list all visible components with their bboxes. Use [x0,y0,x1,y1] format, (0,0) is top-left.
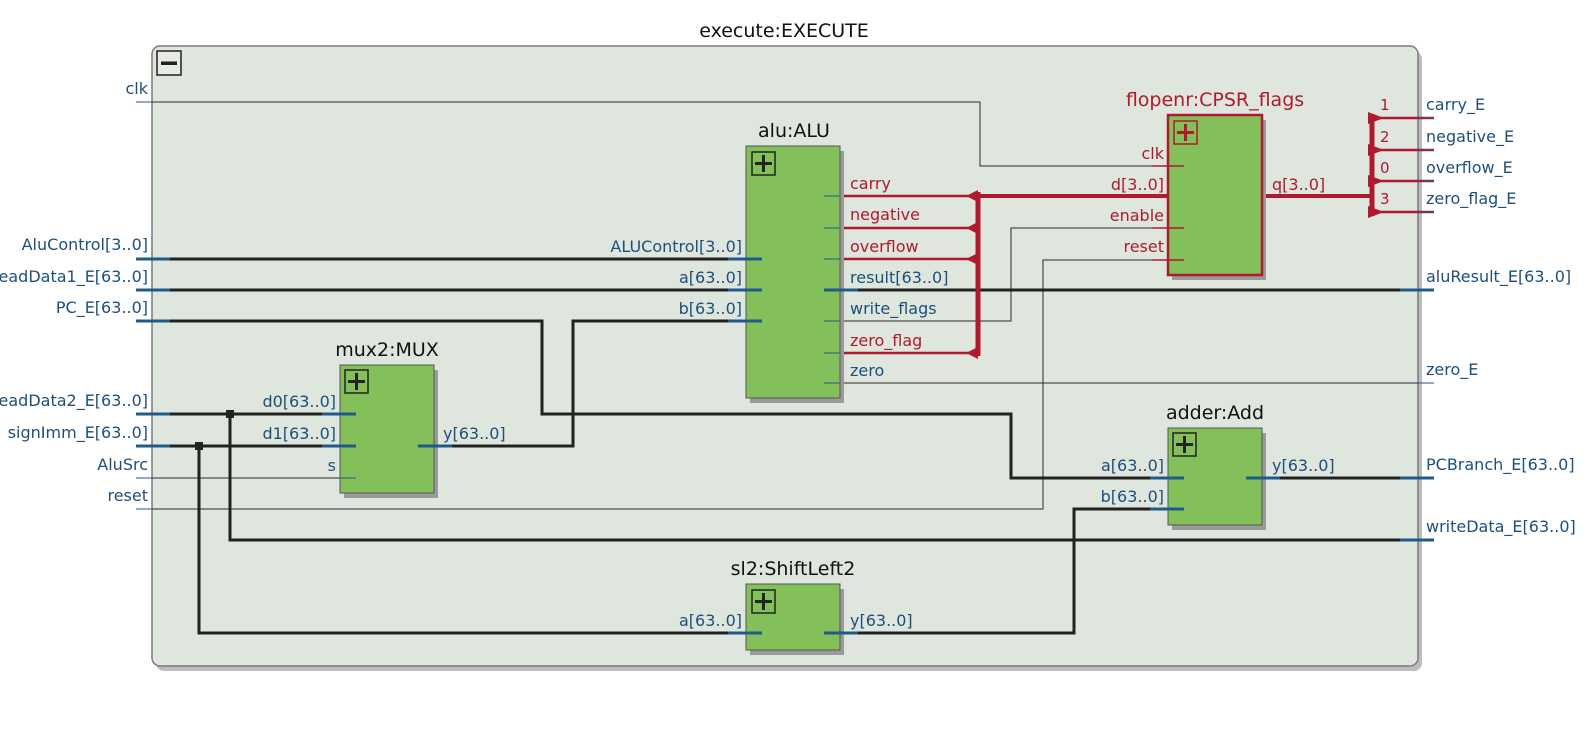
alu-pin-overflow: overflow [850,237,919,256]
plus-box-icon[interactable] [751,151,776,176]
port-zero-flag-e[interactable]: zero_flag_E [1426,189,1516,209]
port-zero-e[interactable]: zero_E [1426,360,1478,380]
bus-index-zero-flag: 3 [1380,190,1390,208]
alu-block[interactable]: alu:ALU [745,120,844,403]
port-writedata-e[interactable]: writeData_E[63..0] [1426,517,1576,537]
plus-box-icon[interactable] [344,369,369,394]
thin-wires [136,101,1418,510]
adder-pin-b: b[63..0] [1101,487,1164,506]
mux-pin-s: s [328,456,336,475]
mux-pin-d1: d1[63..0] [262,424,336,443]
alu-pin-negative: negative [850,205,920,224]
plus-box-icon[interactable] [751,589,776,614]
wire-signimm-shift[interactable] [197,446,760,635]
wire-pc[interactable] [140,319,1180,480]
bus-rippers [966,112,1384,359]
wire-writedata[interactable] [228,414,1430,542]
plus-box-icon[interactable] [1172,432,1197,457]
junction-dot [226,410,234,418]
port-carry-e[interactable]: carry_E [1426,95,1485,115]
alu-pin-alucontrol: ALUControl[3..0] [610,237,742,256]
flag-pin-stubs [1152,165,1184,261]
pin-stubs [136,101,1434,635]
shift-pin-y: y[63..0] [850,611,913,630]
bus-index-carry: 1 [1380,96,1390,114]
alu-pin-a: a[63..0] [679,268,742,287]
port-reset[interactable]: reset [107,486,148,505]
alu-pin-carry: carry [850,174,891,193]
flags-pin-clk: clk [1141,144,1164,163]
wire-mux-out[interactable] [420,319,760,448]
port-clk[interactable]: clk [125,79,148,98]
mux-block[interactable]: mux2:MUX [335,339,439,498]
shift-title: sl2:ShiftLeft2 [731,558,856,580]
flags-pin-d: d[3..0] [1111,175,1164,194]
alu-pin-b: b[63..0] [679,299,742,318]
port-readdata2[interactable]: readData2_E[63..0] [0,391,148,411]
port-pcbranch-e[interactable]: PCBranch_E[63..0] [1426,455,1575,475]
port-pc[interactable]: PC_E[63..0] [56,298,148,318]
wire-clk[interactable] [140,101,1180,167]
adder-pin-y: y[63..0] [1272,456,1335,475]
port-aluresult-e[interactable]: aluResult_E[63..0] [1426,267,1571,287]
flags-pin-enable: enable [1110,206,1164,225]
mux-pin-d0: d0[63..0] [262,392,336,411]
port-signimm[interactable]: signImm_E[63..0] [8,423,148,443]
diagram-title: execute:EXECUTE [699,20,869,42]
mux-pin-y: y[63..0] [443,424,506,443]
wire-write-flags[interactable] [830,227,1180,322]
alu-title: alu:ALU [758,120,830,142]
adder-title: adder:Add [1166,402,1264,424]
adder-block[interactable]: adder:Add [1166,402,1266,530]
plus-box-icon[interactable] [1173,120,1198,145]
alu-pin-zero-flag: zero_flag [850,331,922,351]
adder-pin-a: a[63..0] [1101,456,1164,475]
port-readdata1[interactable]: readData1_E[63..0] [0,267,148,287]
shift-block[interactable]: sl2:ShiftLeft2 [731,558,856,655]
shift-pin-a: a[63..0] [679,611,742,630]
port-negative-e[interactable]: negative_E [1426,127,1514,147]
port-alucontrol[interactable]: AluControl[3..0] [22,235,148,254]
wire-reset[interactable] [136,259,1180,510]
flags-pin-reset: reset [1123,237,1164,256]
alu-pin-zero: zero [850,361,884,380]
junction-dot [195,442,203,450]
bus-index-negative: 2 [1380,128,1390,146]
flags-pin-q: q[3..0] [1272,175,1325,194]
collapse-button[interactable] [156,50,182,76]
alu-pin-write-flags: write_flags [850,299,937,319]
port-alusrc[interactable]: AluSrc [97,455,148,474]
alu-pin-result: result[63..0] [850,268,948,287]
cpsr-flags-title: flopenr:CPSR_flags [1126,89,1304,111]
cpsr-flags-block[interactable]: flopenr:CPSR_flags [1126,89,1304,280]
port-overflow-e[interactable]: overflow_E [1426,158,1513,178]
bus-wires [140,257,1430,635]
mux-title: mux2:MUX [335,339,439,361]
flag-bus [830,114,1434,356]
bus-index-overflow: 0 [1380,159,1390,177]
wire-shift-out[interactable] [826,507,1180,635]
